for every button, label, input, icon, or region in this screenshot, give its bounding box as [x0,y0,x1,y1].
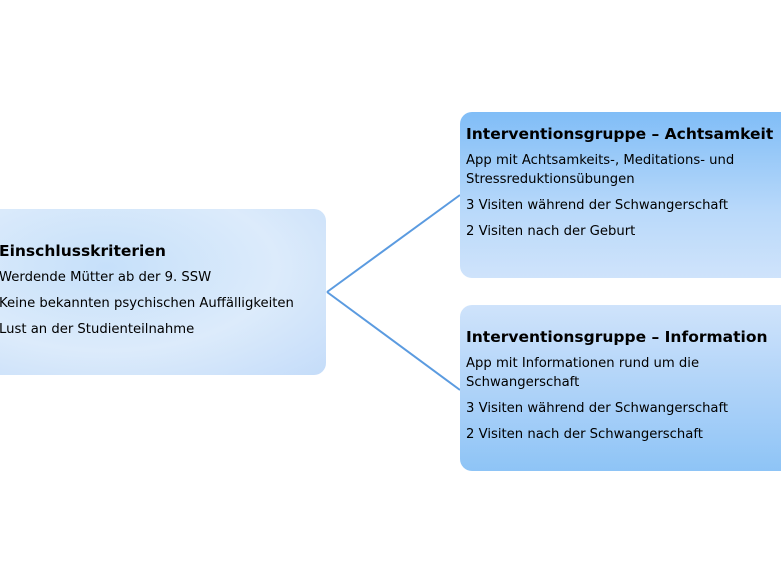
inclusion-criteria-box: Einschlusskriterien Werdende Mütter ab d… [0,209,326,375]
mindfulness-group-item: App mit Achtsamkeits-, Meditations- und … [466,153,735,187]
inclusion-criteria-item: Lust an der Studienteilnahme [0,322,195,337]
connector-to-information [326,291,461,391]
inclusion-criteria-item: Werdende Mütter ab der 9. SSW [0,270,212,285]
inclusion-criteria-item: Keine bekannten psychischen Auffälligkei… [0,296,294,311]
information-group-item: App mit Informationen rund um die Schwan… [466,356,700,390]
information-group-item: 3 Visiten während der Schwangerschaft [466,401,729,416]
information-group-box: Interventionsgruppe – Information App mi… [460,305,781,471]
mindfulness-group-item: 2 Visiten nach der Geburt [466,224,636,239]
mindfulness-group-item: 3 Visiten während der Schwangerschaft [466,198,729,213]
mindfulness-group-box: Interventionsgruppe – Achtsamkeit App mi… [460,112,781,278]
information-group-title: Interventionsgruppe – Information [466,328,768,346]
connector-to-mindfulness [326,194,461,293]
inclusion-criteria-title: Einschlusskriterien [0,242,166,260]
mindfulness-group-title: Interventionsgruppe – Achtsamkeit [466,125,774,143]
information-group-item: 2 Visiten nach der Schwangerschaft [466,427,703,442]
